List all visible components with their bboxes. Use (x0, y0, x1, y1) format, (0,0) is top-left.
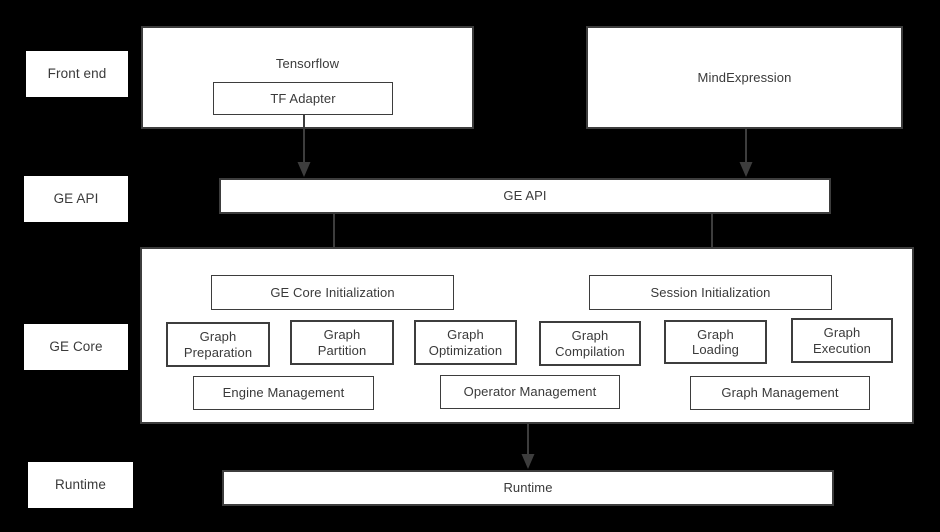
graph-loading-line1: Graph (697, 326, 734, 342)
graph-optimization-line1: Graph (447, 327, 484, 343)
graph-compilation-line2: Compilation (555, 343, 625, 359)
arrow-tf-adapter-to-ge-api (295, 114, 313, 178)
graph-compilation-line1: Graph (571, 328, 609, 344)
ge-api-bar[interactable]: GE API (219, 178, 831, 214)
stage-label-ge-core: GE Core (24, 324, 128, 370)
graph-partition-box[interactable]: Graph Partition (290, 320, 394, 365)
stage-label-front-end: Front end (26, 51, 128, 97)
session-initialization-box[interactable]: Session Initialization (589, 275, 832, 310)
graph-preparation-line1: Graph (199, 329, 237, 345)
graph-partition-line1: Graph (323, 327, 361, 343)
graph-optimization-line2: Optimization (428, 342, 503, 358)
graph-optimization-box[interactable]: Graph Optimization (414, 320, 517, 365)
arrow-mindexpression-to-ge-api (737, 129, 755, 178)
engine-management-box[interactable]: Engine Management (193, 376, 374, 410)
arrow-ge-core-to-runtime (519, 424, 537, 470)
graph-partition-line2: Partition (317, 342, 367, 358)
graph-execution-box[interactable]: Graph Execution (791, 318, 893, 363)
tf-adapter-box[interactable]: TF Adapter (213, 82, 393, 115)
graph-preparation-box[interactable]: Graph Preparation (166, 322, 270, 367)
runtime-bar[interactable]: Runtime (222, 470, 834, 506)
stage-label-runtime: Runtime (28, 462, 133, 508)
ge-core-initialization-box[interactable]: GE Core Initialization (211, 275, 454, 310)
graph-compilation-box[interactable]: Graph Compilation (539, 321, 641, 366)
mindexpression-box[interactable]: MindExpression (586, 26, 903, 129)
graph-execution-line2: Execution (813, 340, 871, 356)
tensorflow-label: Tensorflow (275, 56, 340, 71)
graph-management-box[interactable]: Graph Management (690, 376, 870, 410)
graph-loading-line2: Loading (692, 342, 739, 357)
graph-execution-line1: Graph (823, 325, 861, 341)
operator-management-box[interactable]: Operator Management (440, 375, 620, 409)
graph-preparation-line2: Preparation (183, 344, 253, 360)
graph-loading-box[interactable]: Graph Loading (664, 320, 767, 364)
stage-label-ge-api: GE API (24, 176, 128, 222)
